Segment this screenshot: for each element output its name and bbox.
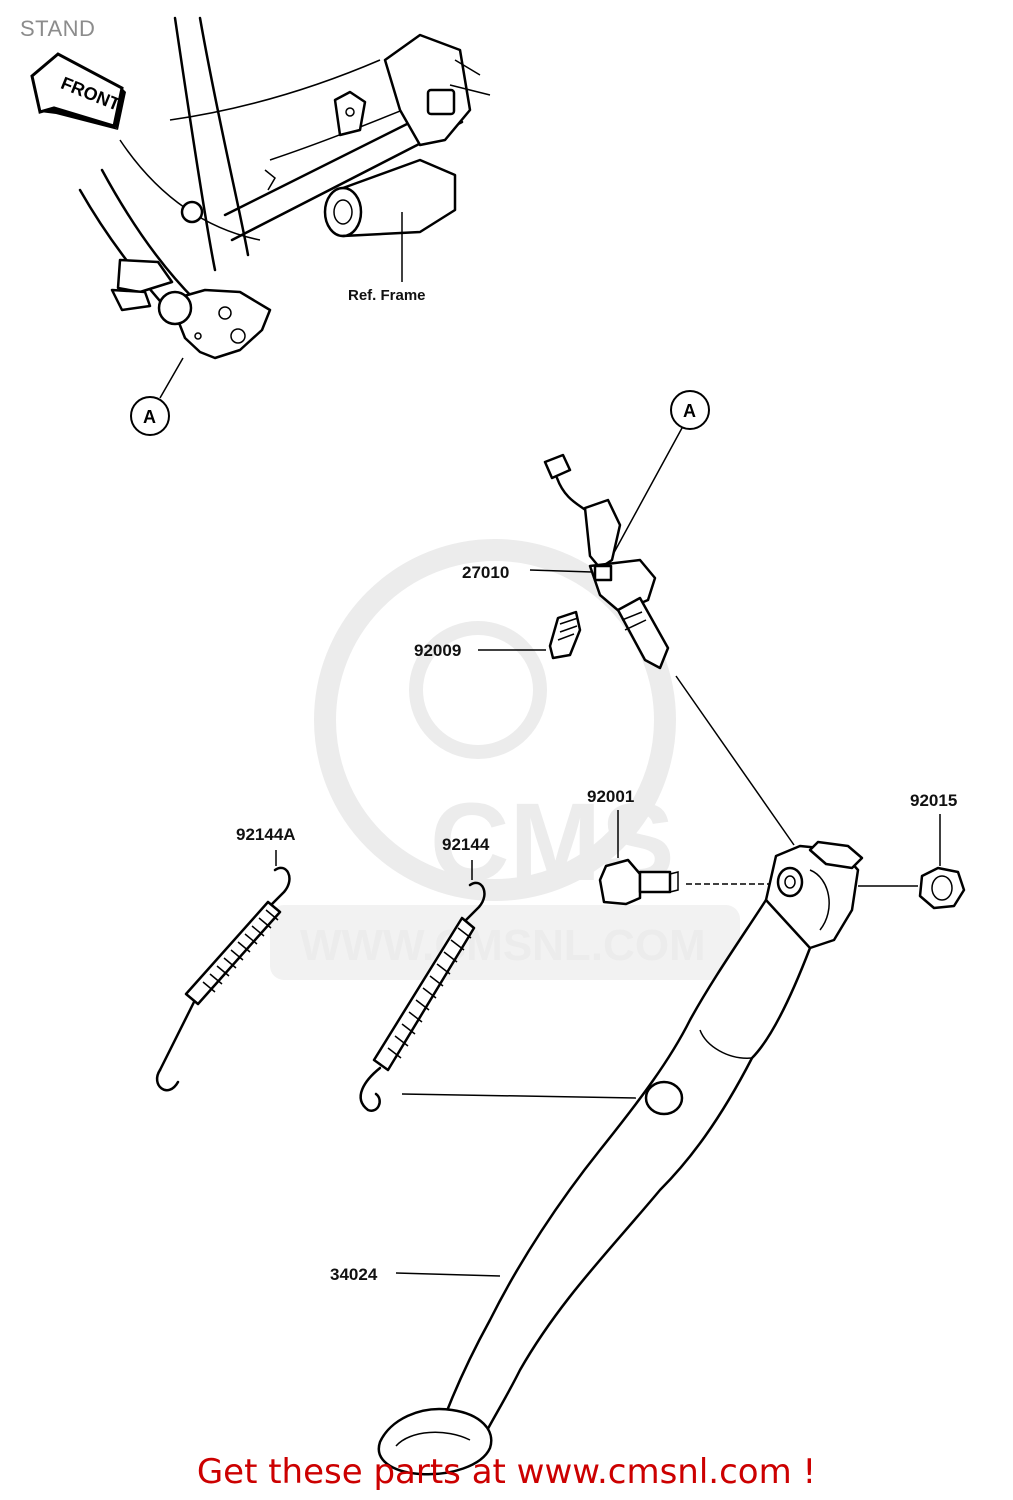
watermark: CMS WWW.CMSNL.COM (270, 539, 740, 980)
nut-92015: 92015 (858, 791, 966, 910)
part-92015-label: 92015 (910, 791, 957, 810)
part-34024-label: 34024 (330, 1265, 378, 1284)
side-stand-switch: 27010 (462, 453, 670, 670)
part-92144a-label: 92144A (236, 825, 296, 844)
spring-92144: 92144 (359, 835, 637, 1112)
front-arrow-icon: FRONT (30, 52, 126, 130)
part-92001-label: 92001 (587, 787, 634, 806)
page-title: STAND (20, 16, 96, 41)
part-92144-label: 92144 (442, 835, 490, 854)
screw-92009: 92009 (414, 610, 582, 660)
footer-link[interactable]: Get these parts at www.cmsnl.com ! (196, 1452, 817, 1492)
watermark-url: WWW.CMSNL.COM (300, 921, 706, 970)
switch-to-stand-leader (675, 675, 795, 846)
part-27010-label: 27010 (462, 563, 509, 582)
spring-92144a: 92144A (155, 825, 296, 1092)
pivot-bolt-92001: 92001 (587, 787, 770, 906)
reference-mark-a-upper: A (130, 396, 170, 436)
ref-frame-label: Ref. Frame (348, 287, 426, 304)
side-stand-34024: 34024 (330, 840, 864, 1476)
reference-mark-a-right: A (597, 390, 710, 583)
reference-mark-a-upper-label: A (143, 407, 156, 427)
reference-mark-a-right-label: A (683, 401, 696, 421)
frame-illustration: Ref. Frame (78, 16, 491, 399)
part-92009-label: 92009 (414, 641, 461, 660)
